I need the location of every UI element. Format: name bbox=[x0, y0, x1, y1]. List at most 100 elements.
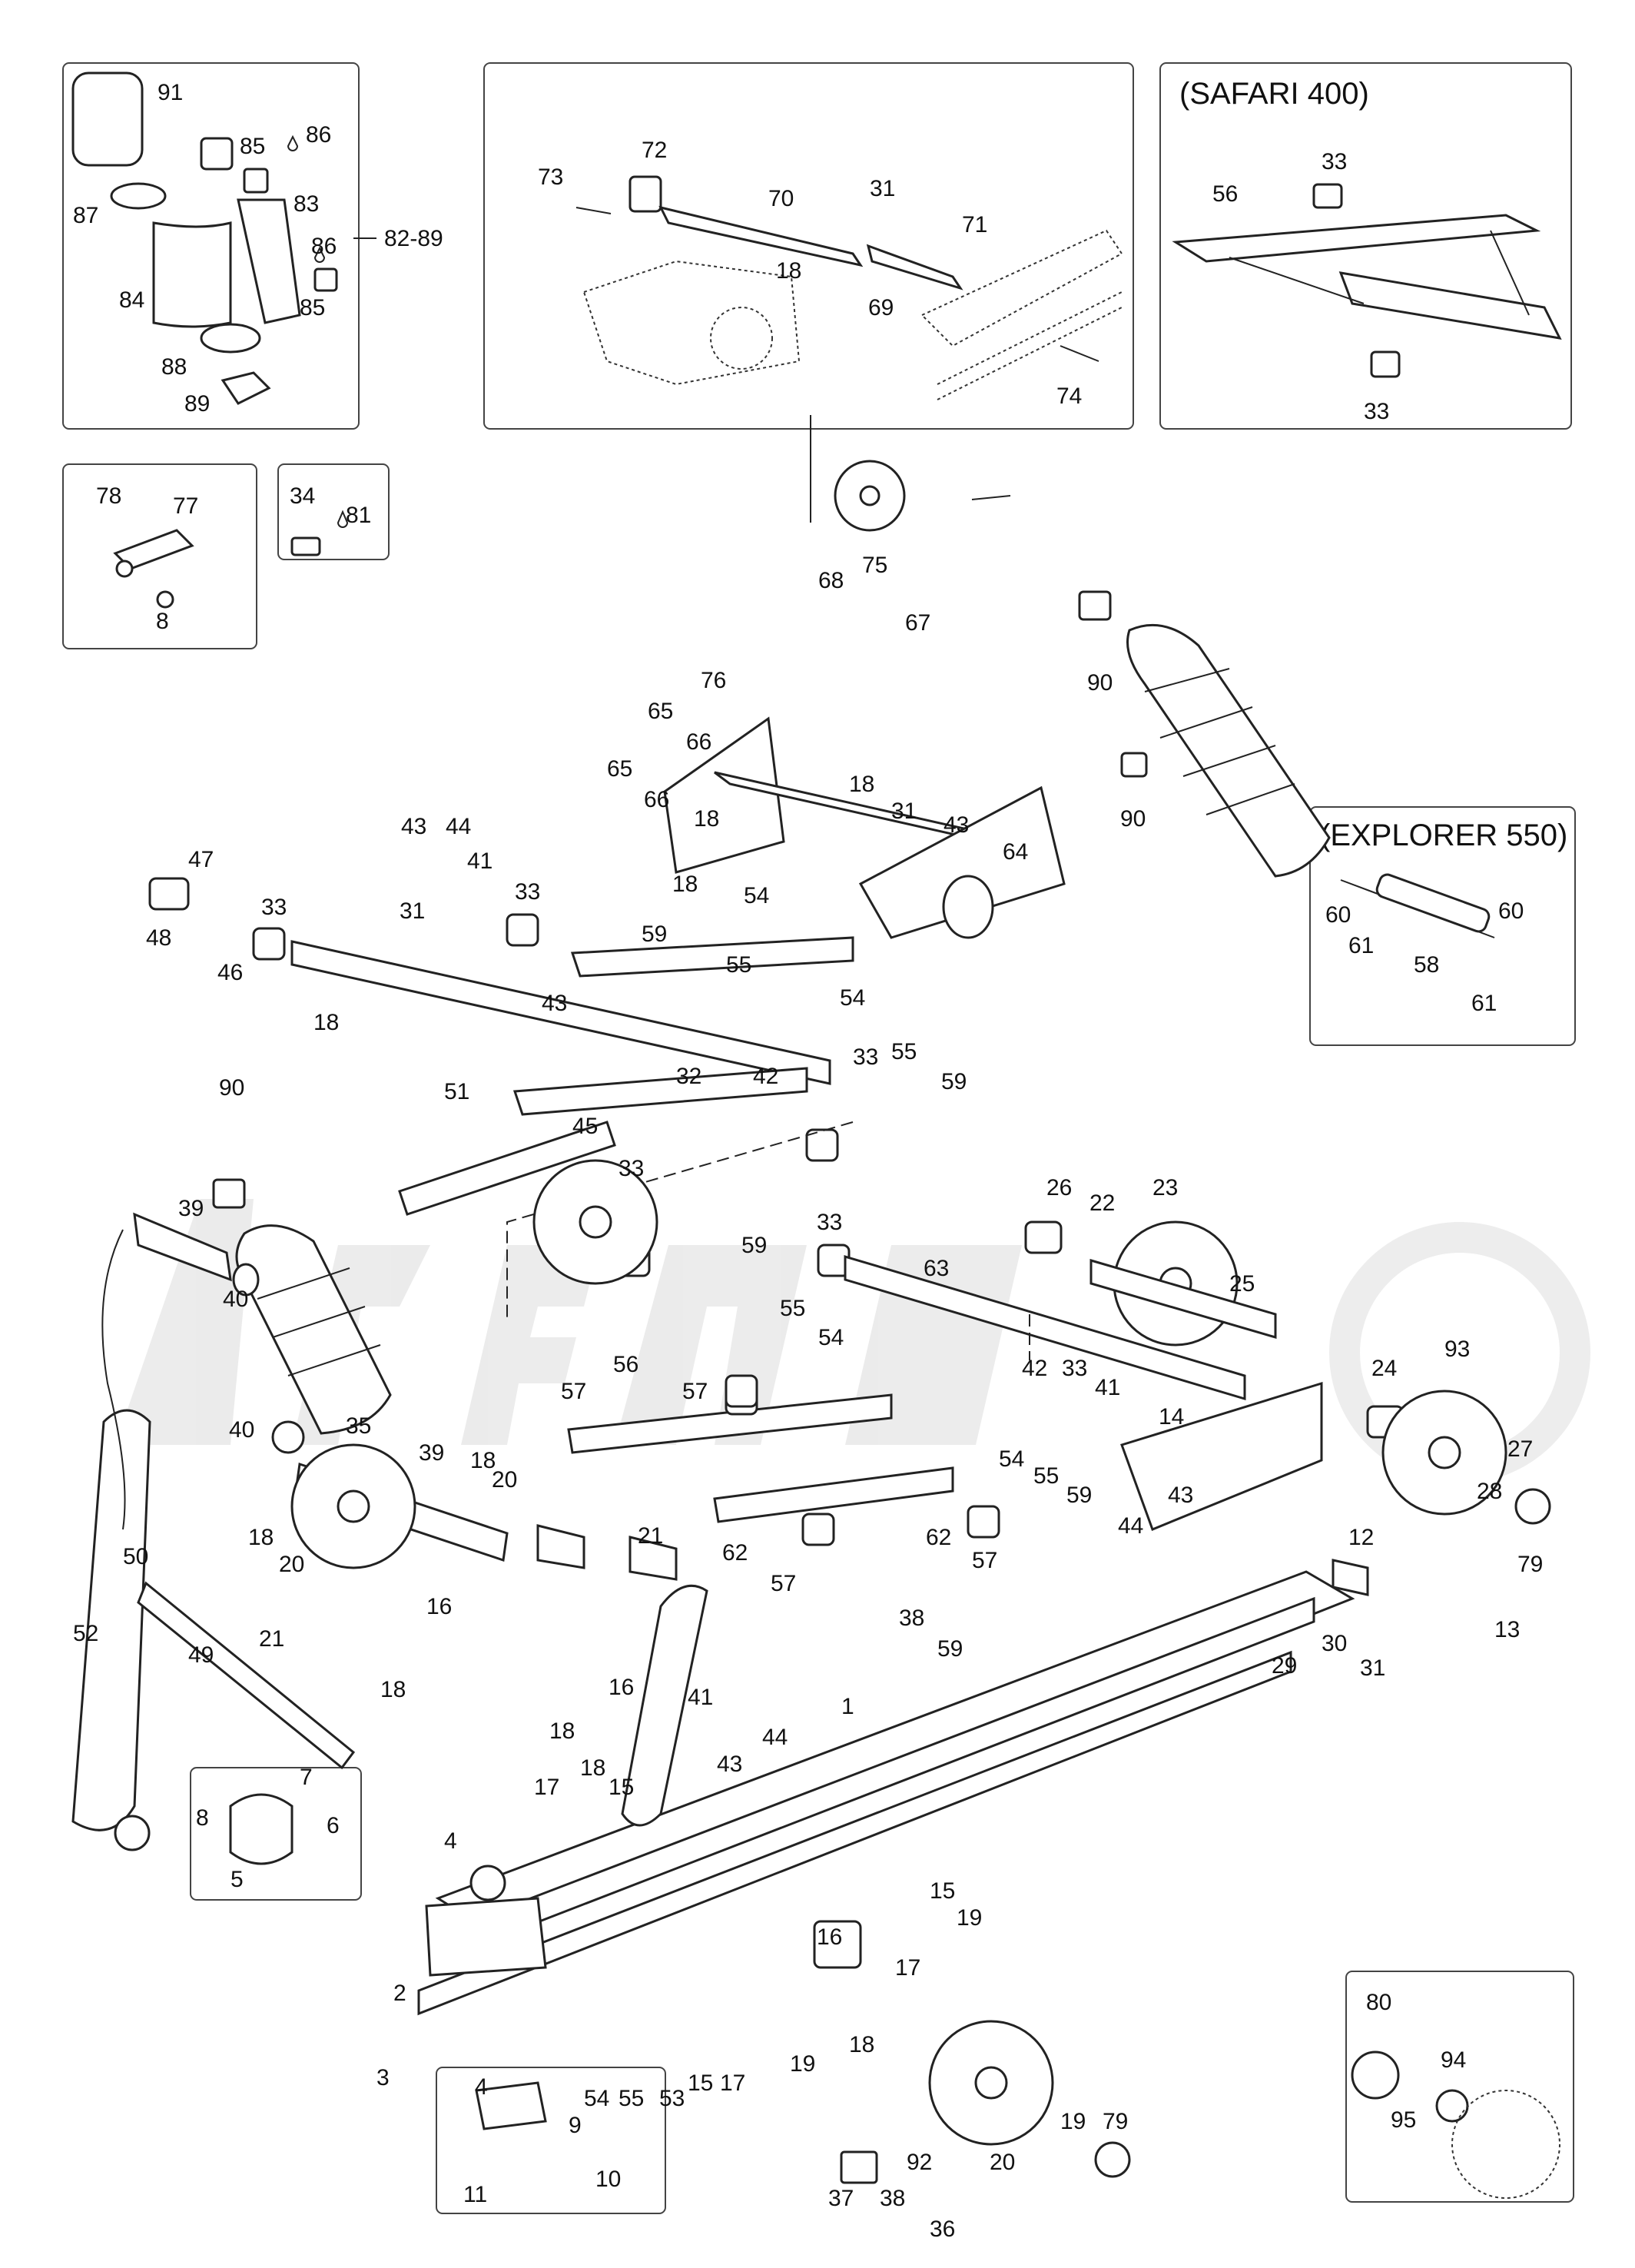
callout-12: 12 bbox=[1348, 1525, 1374, 1550]
callout-6: 6 bbox=[327, 1813, 340, 1838]
callout-65b: 65 bbox=[607, 756, 632, 782]
callout-23: 23 bbox=[1152, 1175, 1178, 1200]
callout-91: 91 bbox=[158, 80, 183, 105]
callout-53: 53 bbox=[659, 2086, 685, 2111]
callout-41: 41 bbox=[1095, 1375, 1120, 1400]
stopper-inset bbox=[62, 463, 257, 649]
callout-17: 17 bbox=[534, 1775, 559, 1800]
front-bracket-drawing bbox=[663, 415, 1066, 939]
callout-78: 78 bbox=[96, 483, 121, 509]
callout-19b: 19 bbox=[790, 2051, 815, 2077]
callout-62: 62 bbox=[722, 1540, 748, 1566]
callout-41: 41 bbox=[688, 1685, 713, 1710]
callout-39b: 39 bbox=[419, 1440, 444, 1466]
callout-19c: 19 bbox=[1060, 2109, 1086, 2134]
callout-80: 80 bbox=[1366, 1990, 1391, 2015]
callout-84: 84 bbox=[119, 287, 144, 313]
callout-36: 36 bbox=[930, 2217, 955, 2242]
callout-85b: 85 bbox=[300, 295, 325, 320]
callout-34: 34 bbox=[290, 483, 315, 509]
callout-21b: 21 bbox=[259, 1626, 284, 1652]
callout-83: 83 bbox=[294, 191, 319, 217]
callout-5: 5 bbox=[230, 1867, 244, 1892]
callout-59b: 59 bbox=[1066, 1483, 1092, 1508]
callout-15: 15 bbox=[609, 1775, 634, 1800]
callout-20b: 20 bbox=[279, 1552, 304, 1577]
callout-61b: 61 bbox=[1471, 991, 1497, 1016]
rail-clip-inset bbox=[436, 2067, 666, 2214]
callout-38: 38 bbox=[899, 1606, 924, 1631]
callout-9: 9 bbox=[569, 2113, 582, 2138]
callout-11: 11 bbox=[463, 2182, 487, 2207]
callout-76: 76 bbox=[701, 668, 726, 693]
stopper-drawing bbox=[113, 529, 194, 609]
explorer-550-inset bbox=[1309, 806, 1576, 1046]
callout-59: 59 bbox=[642, 921, 667, 947]
callout-77: 77 bbox=[173, 493, 198, 519]
callout-81: 81 bbox=[346, 503, 371, 528]
callout-8: 8 bbox=[156, 609, 169, 634]
callout-87: 87 bbox=[73, 203, 98, 228]
callout-55b: 55 bbox=[1033, 1463, 1059, 1489]
callout-73: 73 bbox=[538, 164, 563, 190]
callout-63: 63 bbox=[924, 1256, 949, 1281]
callout-54: 54 bbox=[744, 883, 769, 908]
rear-shock-drawing bbox=[1078, 590, 1495, 938]
callout-57d: 57 bbox=[771, 1571, 796, 1596]
callout-70: 70 bbox=[768, 186, 794, 211]
callout-69: 69 bbox=[868, 295, 894, 320]
callout-57b: 57 bbox=[682, 1379, 708, 1404]
callout-7: 7 bbox=[300, 1765, 313, 1790]
callout-33: 33 bbox=[817, 1210, 842, 1235]
callout-90: 90 bbox=[1087, 670, 1113, 696]
callout-17c: 17 bbox=[720, 2070, 745, 2096]
callout-38: 38 bbox=[880, 2186, 905, 2211]
callout-37: 37 bbox=[828, 2186, 854, 2211]
callout-22: 22 bbox=[1089, 1190, 1115, 1216]
callout-31: 31 bbox=[1360, 1655, 1385, 1681]
callout-18a: 18 bbox=[849, 772, 874, 797]
grease-fitting-drawing bbox=[290, 510, 349, 556]
callout-60b: 60 bbox=[1498, 898, 1524, 924]
callout-57c: 57 bbox=[972, 1548, 997, 1573]
callout-46: 46 bbox=[217, 960, 243, 985]
callout-17b: 17 bbox=[895, 1955, 920, 1981]
callout-18: 18 bbox=[313, 1010, 339, 1035]
callout-1: 1 bbox=[841, 1694, 854, 1719]
callout-47: 47 bbox=[188, 847, 214, 872]
callout-39: 39 bbox=[178, 1196, 204, 1221]
callout-54b: 54 bbox=[840, 985, 865, 1011]
callout-55: 55 bbox=[619, 2086, 644, 2111]
callout-56: 56 bbox=[613, 1352, 638, 1377]
leader-lines bbox=[353, 237, 1011, 500]
callout-59c: 59 bbox=[937, 1636, 963, 1662]
shock-kit-drawing bbox=[71, 71, 338, 405]
callout-43b: 43 bbox=[542, 991, 567, 1016]
callout-2: 2 bbox=[393, 1981, 406, 2006]
callout-59: 59 bbox=[741, 1233, 767, 1258]
callout-27: 27 bbox=[1507, 1436, 1533, 1462]
callout-33b: 33 bbox=[1062, 1356, 1087, 1381]
callout-54b: 54 bbox=[999, 1446, 1024, 1472]
callout-15c: 15 bbox=[688, 2070, 713, 2096]
callout-31: 31 bbox=[400, 898, 425, 924]
front-shock-drawing bbox=[71, 1178, 509, 1851]
callout-51: 51 bbox=[444, 1079, 469, 1104]
callout-67: 67 bbox=[905, 610, 930, 636]
callout-94: 94 bbox=[1441, 2047, 1466, 2073]
callout-82-89: 82-89 bbox=[384, 226, 443, 251]
callout-66b: 66 bbox=[644, 787, 669, 812]
callout-20: 20 bbox=[492, 1467, 517, 1493]
callout-54: 54 bbox=[818, 1325, 844, 1350]
callout-72: 72 bbox=[642, 138, 667, 163]
callout-15b: 15 bbox=[930, 1878, 955, 1904]
safari-400-inset bbox=[1159, 62, 1572, 430]
callout-33b: 33 bbox=[261, 895, 287, 920]
callout-71: 71 bbox=[962, 212, 987, 237]
callout-79: 79 bbox=[1103, 2109, 1128, 2134]
callout-79: 79 bbox=[1517, 1552, 1543, 1577]
callout-66: 66 bbox=[686, 729, 711, 755]
callout-28: 28 bbox=[1477, 1479, 1502, 1504]
callout-24: 24 bbox=[1371, 1356, 1397, 1381]
